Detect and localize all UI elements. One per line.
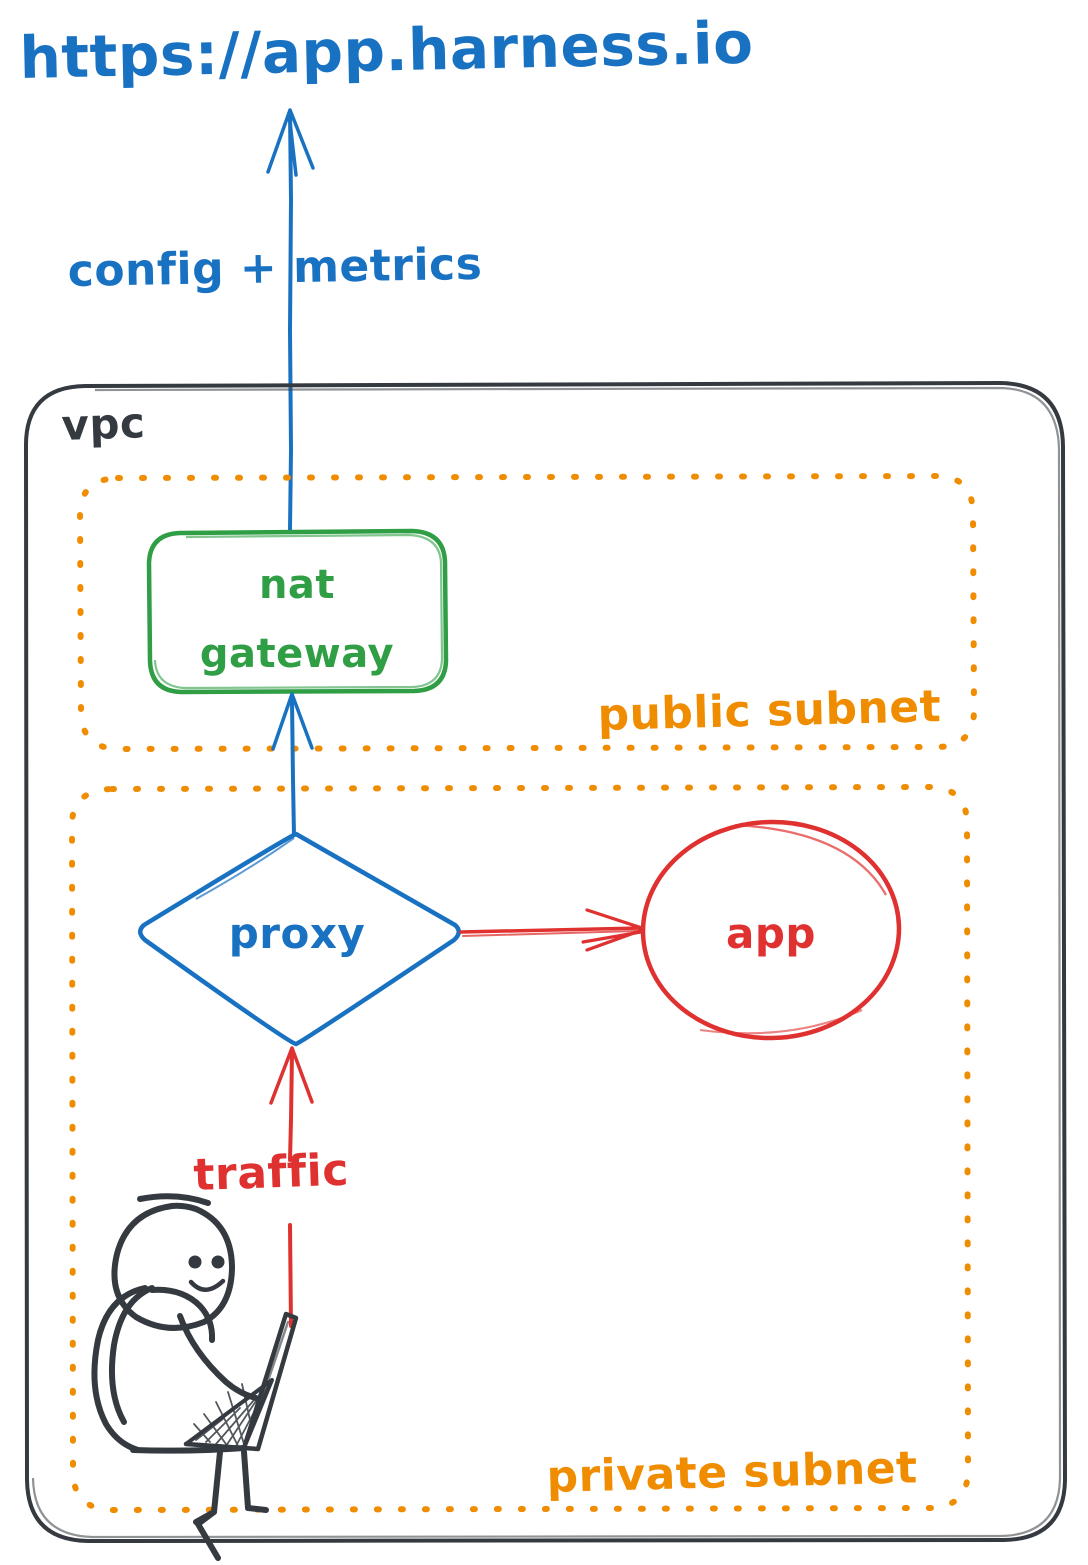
node-proxy-label: proxy	[229, 909, 366, 958]
node-app-label: app	[726, 909, 816, 958]
edge-label-traffic: traffic	[193, 1145, 350, 1201]
edge-label-config-metrics: config + metrics	[67, 239, 482, 297]
node-user-person-with-laptop	[91, 1193, 299, 1561]
node-nat-gateway-label-line1: nat	[259, 562, 335, 608]
container-vpc-label: vpc	[61, 398, 147, 450]
container-private-subnet-label: private subnet	[546, 1442, 918, 1503]
node-app[interactable]: app	[639, 818, 902, 1043]
edge-proxy-to-nat	[271, 692, 314, 838]
container-public-subnet: public subnet	[77, 473, 977, 752]
node-proxy[interactable]: proxy	[138, 831, 461, 1047]
node-nat-gateway-label-line2: gateway	[200, 631, 394, 677]
edge-proxy-to-app	[459, 908, 647, 952]
edge-nat-to-internet	[266, 108, 315, 532]
url-text: https://app.harness.io	[19, 9, 754, 92]
container-public-subnet-label: public subnet	[597, 681, 942, 741]
container-vpc: vpc	[23, 381, 1067, 1543]
container-private-subnet: private subnet	[69, 784, 971, 1513]
edge-user-to-proxy	[269, 1046, 314, 1328]
internet-endpoint-label: https://app.harness.io	[19, 9, 754, 92]
node-nat-gateway[interactable]: nat gateway	[146, 528, 449, 695]
